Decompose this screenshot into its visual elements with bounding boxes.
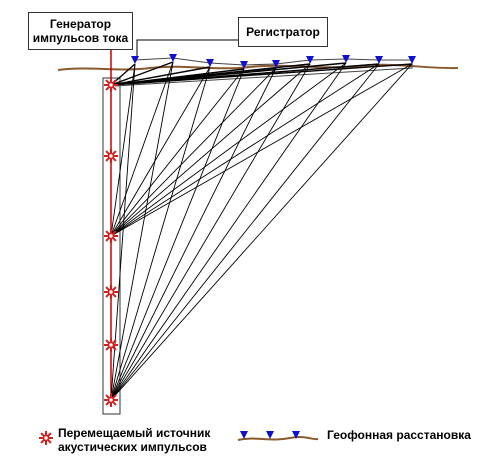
geophone-triangle-icon xyxy=(131,56,139,64)
geophone-triangle-icon xyxy=(272,60,280,68)
source-burst-icon-ray xyxy=(105,79,110,84)
legend-geophone-text: Геофонная расстановка xyxy=(327,428,471,442)
source-burst-icon-ray xyxy=(105,86,110,91)
legend-geophone-triangle-icon xyxy=(292,431,300,439)
source-burst-icon-core xyxy=(107,152,115,160)
ray-line xyxy=(110,63,413,237)
source-burst-icon-ray xyxy=(105,230,110,235)
ray-line xyxy=(110,63,413,401)
legend-source-text: Перемещаемый источник акустических импул… xyxy=(58,426,238,454)
ray-line xyxy=(110,67,277,401)
source-burst-icon-ray xyxy=(105,286,110,291)
geophone-triangle-icon xyxy=(408,56,416,64)
legend-ground-line xyxy=(237,436,319,441)
geophone-triangle-icon xyxy=(240,61,248,69)
legend-source-burst-icon-ray xyxy=(40,432,45,437)
source-burst-icon-ray xyxy=(105,150,110,155)
registrator-label-box: Регистратор xyxy=(238,17,328,47)
source-burst-icon xyxy=(104,393,118,407)
source-burst-icon-ray xyxy=(105,237,110,242)
source-burst-icon-ray xyxy=(105,394,110,399)
source-burst-icon xyxy=(104,149,118,163)
source-burst-icon-core xyxy=(107,232,115,240)
source-burst-icon-ray xyxy=(112,401,117,406)
legend-source-burst-icon xyxy=(39,431,53,445)
ray-line xyxy=(110,66,211,401)
ray-line xyxy=(110,61,174,401)
source-burst-icon-ray xyxy=(112,339,117,344)
source-burst-icon-ray xyxy=(105,339,110,344)
ray-line xyxy=(110,62,347,401)
registrator-cable xyxy=(136,39,238,58)
source-burst-icon-ray xyxy=(105,157,110,162)
source-burst-icon-ray xyxy=(112,150,117,155)
ray-line xyxy=(110,62,347,237)
source-burst-icon-ray xyxy=(112,394,117,399)
ray-line xyxy=(110,61,174,86)
source-burst-icon-ray xyxy=(112,86,117,91)
source-burst-icon-core xyxy=(107,81,115,89)
source-burst-icon-ray xyxy=(112,237,117,242)
ray-line xyxy=(110,63,413,86)
ray-paths xyxy=(110,61,413,401)
legend-icons xyxy=(39,431,319,445)
source-burst-icon-ray xyxy=(112,79,117,84)
ray-line xyxy=(110,68,245,237)
source-burst-icon xyxy=(104,78,118,92)
geophone-triangle-icon xyxy=(342,55,350,63)
source-burst-icon-core xyxy=(107,341,115,349)
ray-line xyxy=(110,63,311,401)
geophone-triangle-icon xyxy=(169,54,177,62)
source-burst-icon-ray xyxy=(105,293,110,298)
legend-source-burst-icon-ray xyxy=(40,439,45,444)
generator-label-line2: импульсов тока xyxy=(32,31,129,45)
source-burst-icon-core xyxy=(107,396,115,404)
ray-line xyxy=(110,68,245,401)
legend-source-burst-icon-core xyxy=(42,434,50,442)
ray-line xyxy=(110,67,277,237)
legend-geophone-triangle-icon xyxy=(240,431,248,439)
legend-source-burst-icon-ray xyxy=(47,439,52,444)
ray-line xyxy=(110,66,211,237)
ray-line xyxy=(110,63,311,237)
source-positions xyxy=(104,78,118,407)
geophone-triangle-icon xyxy=(206,59,214,67)
source-burst-icon-ray xyxy=(105,401,110,406)
legend-source-line1: Перемещаемый источник xyxy=(58,426,211,440)
source-burst-icon-ray xyxy=(105,346,110,351)
source-burst-icon-ray xyxy=(112,293,117,298)
source-burst-icon-ray xyxy=(112,230,117,235)
geophone-spread xyxy=(131,54,416,69)
source-burst-icon-core xyxy=(107,288,115,296)
ray-line xyxy=(110,63,380,237)
source-burst-icon xyxy=(104,229,118,243)
source-burst-icon-ray xyxy=(112,346,117,351)
ground-surface-line xyxy=(57,63,459,71)
geophone-triangle-icon xyxy=(375,56,383,64)
registrator-label: Регистратор xyxy=(246,25,320,39)
ray-line xyxy=(110,63,380,401)
source-burst-icon-ray xyxy=(112,157,117,162)
source-burst-icon xyxy=(104,338,118,352)
legend-geophone-triangle-icon xyxy=(266,431,274,439)
source-burst-icon-ray xyxy=(112,286,117,291)
ray-line xyxy=(110,66,211,86)
ray-line xyxy=(110,61,174,237)
legend-source-line2: акустических импульсов xyxy=(58,440,207,454)
generator-label-line1: Генератор xyxy=(49,17,112,31)
source-burst-icon xyxy=(104,285,118,299)
legend-source-burst-icon-ray xyxy=(47,432,52,437)
generator-label-box: Генератор импульсов тока xyxy=(28,12,133,50)
geophone-triangle-icon xyxy=(306,56,314,64)
ray-line xyxy=(110,63,136,237)
